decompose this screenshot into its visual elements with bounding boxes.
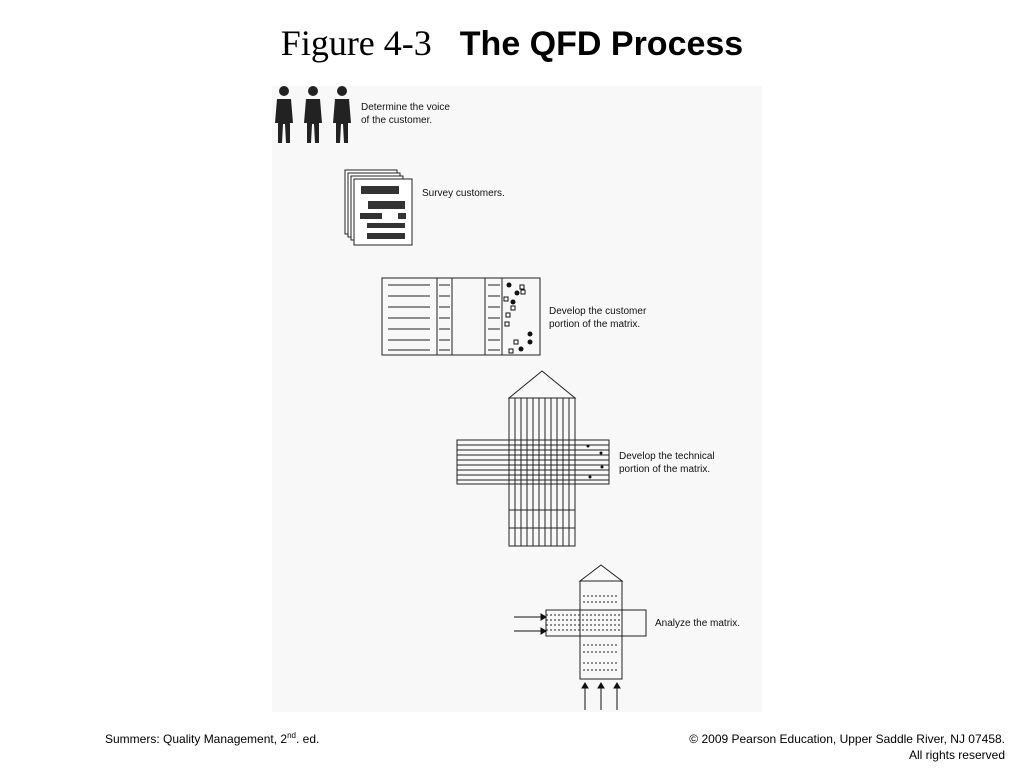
step-technical-matrix: Develop the technical portion of the mat… xyxy=(456,370,715,547)
step-3-label-line1: Develop the customer xyxy=(549,306,647,317)
step-1-label-line2: of the customer. xyxy=(361,115,432,126)
footer-citation-sup: nd xyxy=(287,731,296,740)
step-3-label-line2: portion of the matrix. xyxy=(549,319,640,330)
step-voice-of-customer: Determine the voice of the customer. xyxy=(275,86,450,143)
step-5-label: Analyze the matrix. xyxy=(655,618,740,629)
step-1-label-line1: Determine the voice xyxy=(361,102,450,113)
footer-citation-text: Summers: Quality Management, 2 xyxy=(105,732,288,746)
person-icon xyxy=(333,86,351,143)
step-analyze-matrix: Analyze the matrix. xyxy=(514,564,740,710)
figure-title: The QFD Process xyxy=(459,25,744,63)
footer-citation: Summers: Quality Management, 2nd. ed. xyxy=(105,731,319,746)
step-customer-matrix: Develop the customer portion of the matr… xyxy=(381,277,647,356)
person-icon xyxy=(275,86,293,143)
step-4-label-line2: portion of the matrix. xyxy=(619,464,710,475)
step-2-label: Survey customers. xyxy=(422,188,505,199)
copyright-line-2: All rights reserved xyxy=(908,748,1005,762)
arrow-right-icon xyxy=(514,613,547,635)
footer-copyright: © 2009 Pearson Education, Upper Saddle R… xyxy=(689,731,1005,763)
figure-number: Figure 4-3 xyxy=(280,23,432,63)
footer-citation-tail: . ed. xyxy=(295,732,320,746)
slide-title: Figure 4-3 The QFD Process xyxy=(0,22,1024,64)
copyright-line-1: © 2009 Pearson Education, Upper Saddle R… xyxy=(689,732,1005,746)
step-4-label-line1: Develop the technical xyxy=(619,451,715,462)
step-survey: Survey customers. xyxy=(344,169,505,246)
person-icon xyxy=(304,86,322,143)
arrow-up-icon xyxy=(581,682,621,710)
